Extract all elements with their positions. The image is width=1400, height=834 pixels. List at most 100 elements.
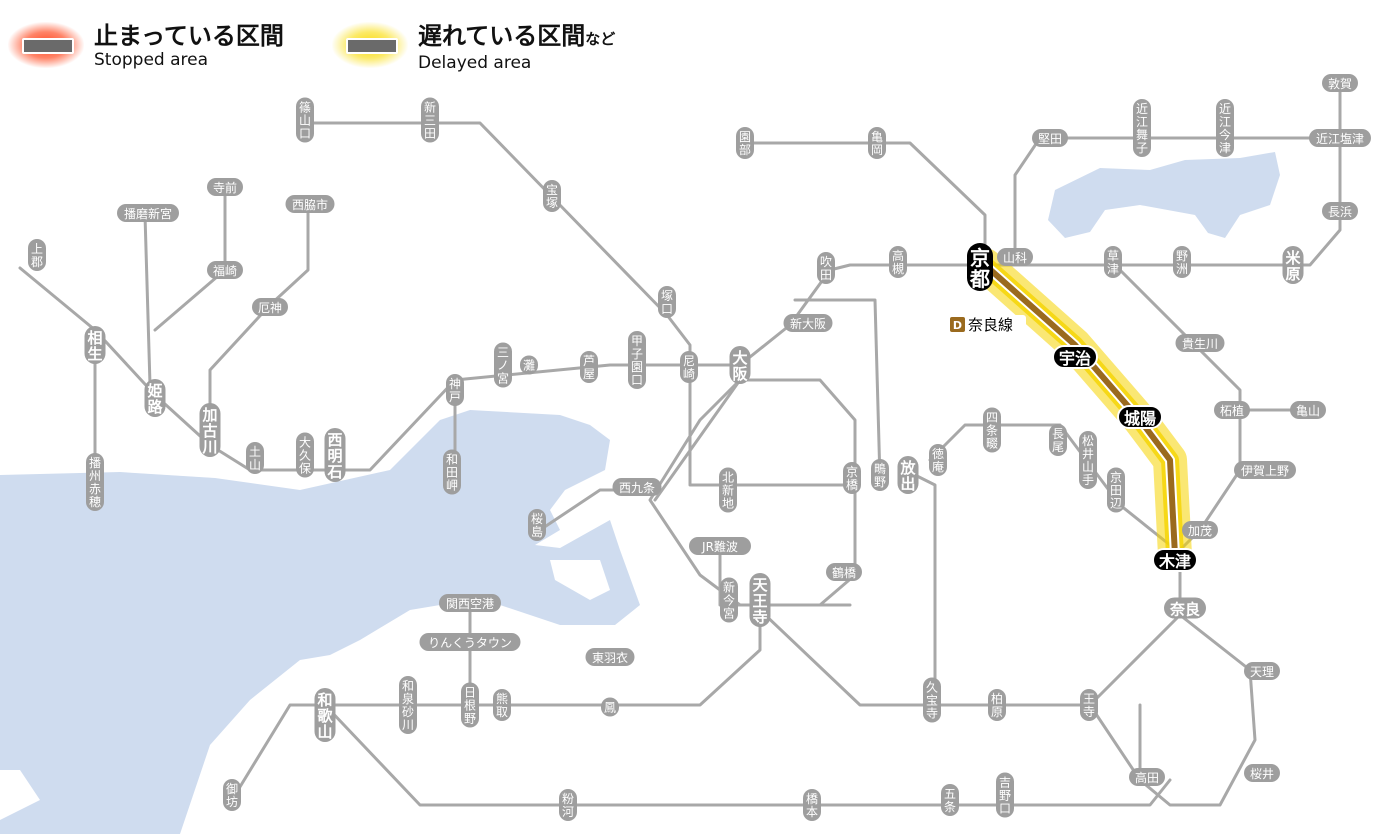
station-name: 新大阪 [790,316,826,331]
station-box [1129,768,1165,786]
station-shinimamiya[interactable]: 新今宮 [720,577,738,623]
station-ashiya[interactable]: 芦屋 [580,351,598,383]
station-tsuruga[interactable]: 敦賀 [1322,74,1358,92]
station-suita[interactable]: 吹田 [817,252,835,284]
station-nishiwakishi[interactable]: 西脇市 [285,195,335,213]
station-kameyama[interactable]: 亀山 [1290,401,1326,419]
station-kyotanabe[interactable]: 京田辺 [1107,467,1125,513]
station-sasayamaguchi[interactable]: 篠山口 [296,97,314,143]
station-uji[interactable]: 宇治 [1052,345,1098,369]
station-box [923,677,941,723]
station-yamashina[interactable]: 山科 [997,248,1033,266]
station-tsukaguchi[interactable]: 塚口 [658,286,676,318]
station-higashihagoromo[interactable]: 東羽衣 [585,648,635,666]
station-nagahama[interactable]: 長浜 [1322,202,1358,220]
station-gobo[interactable]: 御坊 [223,779,241,811]
station-teramae[interactable]: 寺前 [207,178,243,196]
station-shijonawate[interactable]: 四条畷 [983,407,1001,453]
station-name: 姫路 [147,382,163,416]
station-yakujin[interactable]: 厄神 [252,298,288,316]
station-matsuiyamate[interactable]: 松井山手 [1079,431,1097,489]
station-jrnamba[interactable]: JR難波 [689,537,751,555]
lake-biwa-water [1048,152,1280,238]
station-kusatsu[interactable]: 草津 [1104,246,1122,278]
station-sakurajima[interactable]: 桜島 [528,509,546,541]
station-omishiotsu[interactable]: 近江塩津 [1309,129,1371,147]
station-izumisunagawa[interactable]: 和泉砂川 [399,676,417,734]
station-tsuge[interactable]: 柘植 [1214,401,1250,419]
station-gojo[interactable]: 五条 [941,784,959,816]
station-oji[interactable]: 王寺 [1080,689,1098,721]
station-box [324,428,346,482]
station-maibara[interactable]: 米原 [1282,246,1304,284]
station-name: 敦賀 [1328,76,1352,91]
station-osaka[interactable]: 大阪 [729,346,751,384]
station-wadamisaki[interactable]: 和田岬 [443,449,461,495]
station-kyuhoji[interactable]: 久宝寺 [923,677,941,723]
station-sonobe[interactable]: 園部 [736,127,754,159]
station-tsuruhashi[interactable]: 鶴橋 [826,563,862,581]
station-sakurai[interactable]: 桜井 [1244,764,1280,782]
station-harimashingu[interactable]: 播磨新宮 [117,204,179,222]
station-nishiakashi[interactable]: 西明石 [324,428,346,482]
station-fukusaki[interactable]: 福崎 [207,261,243,279]
station-aioi[interactable]: 相生 [84,326,106,364]
station-hanaten[interactable]: 放出 [897,456,919,494]
station-kobe[interactable]: 神戸 [446,374,464,406]
station-omiimazu[interactable]: 近江今津 [1216,99,1234,157]
station-shinsanda[interactable]: 新三田 [421,97,439,143]
station-tokuan[interactable]: 徳庵 [929,444,947,476]
station-name: 上郡 [31,242,43,269]
station-kumatori[interactable]: 熊取 [493,689,511,721]
station-takarazuka[interactable]: 宝塚 [543,180,561,212]
station-kizu[interactable]: 木津 [1152,548,1198,572]
station-kamigori[interactable]: 上郡 [28,239,46,271]
station-yasu[interactable]: 野洲 [1173,246,1191,278]
station-kokawa[interactable]: 粉河 [559,789,577,821]
station-nara[interactable]: 奈良 [1164,597,1206,619]
station-tenri[interactable]: 天理 [1244,662,1280,680]
station-otori[interactable]: 鳳 [601,697,619,717]
station-dobo[interactable]: 土山 [246,442,264,474]
station-kyobashi[interactable]: 京橋 [843,462,861,494]
station-kashiwara[interactable]: 柏原 [988,689,1006,721]
station-koshienguchi[interactable]: 甲子園口 [628,331,646,389]
station-kamo[interactable]: 加茂 [1182,521,1218,539]
station-kibukawa[interactable]: 貴生川 [1175,334,1225,352]
legend-delayed-suffix: など [585,30,616,48]
station-box [1117,405,1163,429]
station-wakayama[interactable]: 和歌山 [314,688,336,742]
station-name: 近江舞子 [1136,102,1148,155]
station-nagao[interactable]: 長尾 [1049,424,1067,456]
station-box [1282,246,1304,284]
nara-line-badge[interactable]: D 奈良線 [948,315,1026,335]
station-kakogawa[interactable]: 加古川 [199,403,221,457]
station-shigino[interactable]: 鴫野 [871,459,889,491]
station-kitashinchi[interactable]: 北新地 [719,467,737,513]
station-shinosaka[interactable]: 新大阪 [783,314,833,332]
station-tennoji[interactable]: 天王寺 [749,573,771,627]
station-rinkutown[interactable]: りんくうタウン [419,633,521,651]
station-nada[interactable]: 灘 [520,355,538,375]
station-box [997,248,1033,266]
station-name: 大久保 [299,436,311,476]
station-okubo[interactable]: 大久保 [296,432,314,478]
station-hineno[interactable]: 日根野 [461,682,479,728]
station-omimaiko[interactable]: 近江舞子 [1133,99,1151,157]
station-nishikujo[interactable]: 西九条 [612,478,662,496]
station-kyoto[interactable]: 京都 [967,243,993,291]
station-sannomiya[interactable]: 三ノ宮 [494,342,512,388]
station-yoshinoguchi[interactable]: 吉野口 [996,772,1014,818]
station-kansaiairport[interactable]: 関西空港 [439,594,501,612]
station-igaueno[interactable]: 伊賀上野 [1234,461,1296,479]
station-takatsuki[interactable]: 高槻 [889,246,907,278]
station-hashimoto[interactable]: 橋本 [803,789,821,821]
station-takada[interactable]: 高田 [1129,768,1165,786]
station-banshuako[interactable]: 播州赤穂 [86,453,104,511]
station-amagasaki[interactable]: 尼崎 [680,351,698,383]
station-kataTa[interactable]: 堅田 [1032,129,1068,147]
station-joyo[interactable]: 城陽 [1117,405,1163,429]
station-name: 西明石 [326,431,342,481]
station-kameoka[interactable]: 亀岡 [868,127,886,159]
station-himeji[interactable]: 姫路 [144,379,166,417]
